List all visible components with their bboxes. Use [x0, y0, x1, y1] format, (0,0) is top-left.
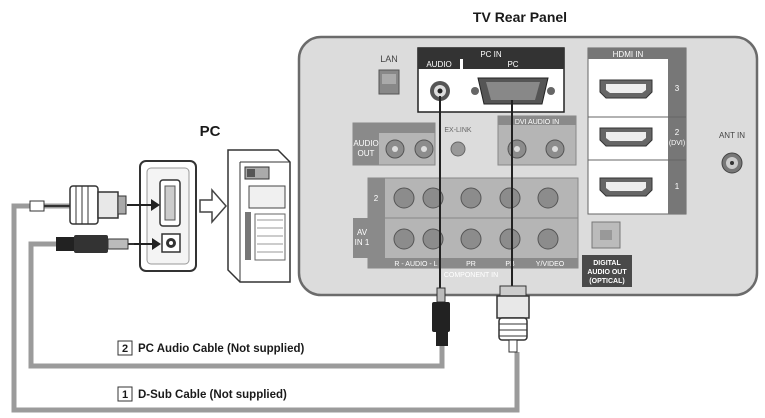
- hdmi-2-label: 2: [675, 128, 680, 137]
- cable-1-number-box: [117, 386, 133, 402]
- av-in-label-line2: IN 1: [355, 238, 370, 247]
- vga-port-icon: [471, 77, 555, 105]
- av-row2-pr-jack-icon: [460, 187, 482, 209]
- av-row2-l-jack-icon: [422, 187, 444, 209]
- digital-audio-out-section: DIGITAL AUDIO OUT (OPTICAL): [582, 221, 632, 287]
- audio-plug-tv-icon: [432, 287, 450, 346]
- hdmi-port-1-icon: [599, 177, 653, 197]
- pc-audio-jack-icon: [430, 81, 450, 101]
- digital-label-line2: AUDIO OUT: [587, 269, 627, 276]
- av-component-section: 2 AV IN 1 R - AUDIO - L COMPONENT IN PR …: [353, 177, 579, 279]
- y-video-label: Y/VIDEO: [536, 261, 565, 268]
- pb-label: PB: [505, 261, 515, 268]
- cable-2-label: PC Audio Cable (Not supplied): [138, 343, 304, 355]
- dvi-audio-in-label: DVI AUDIO IN: [515, 119, 559, 126]
- audio-out-label-line1: AUDIO: [353, 139, 378, 148]
- zoom-arrow-icon: [199, 188, 227, 224]
- av-row2-r-jack-icon: [393, 187, 415, 209]
- audio-plug-pc-icon: [56, 235, 134, 253]
- cable-labels: 2 PC Audio Cable (Not supplied) 1 D-Sub …: [117, 340, 304, 402]
- pc-in-label: PC IN: [480, 50, 502, 59]
- dsub-plug-tv-icon: [496, 285, 530, 353]
- av-in-label-line1: AV: [357, 228, 368, 237]
- hdmi-in-label: HDMI IN: [613, 50, 644, 59]
- ex-link-label: EX-LINK: [444, 127, 472, 134]
- av-row2-pb-jack-icon: [499, 187, 521, 209]
- ex-link-jack-icon: [450, 141, 466, 157]
- cables: [11, 96, 530, 413]
- pr-label: PR: [466, 261, 476, 268]
- av-row2-y-jack-icon: [537, 187, 559, 209]
- hdmi-2-sub-label: (DVI): [669, 140, 685, 147]
- cable-2-number-box: [117, 340, 133, 356]
- cable-2-number: 2: [122, 343, 128, 355]
- lan-label: LAN: [380, 54, 398, 64]
- audio-cable: [28, 241, 445, 369]
- component-in-label: COMPONENT IN: [444, 272, 498, 279]
- dvi-audio-in-section: DVI AUDIO IN: [497, 115, 577, 166]
- av-row1-r-jack-icon: [393, 228, 415, 250]
- av-row1-pr-jack-icon: [460, 228, 482, 250]
- pc-tower-icon: [227, 149, 291, 283]
- digital-label-line3: (OPTICAL): [589, 278, 624, 285]
- av-row-2-label: 2: [374, 194, 379, 203]
- hdmi-3-label: 3: [675, 84, 680, 93]
- digital-label-line1: DIGITAL: [593, 260, 621, 267]
- r-audio-l-label: R - AUDIO - L: [394, 261, 437, 268]
- pc-in-audio-label: AUDIO: [426, 60, 451, 69]
- av-row1-l-jack-icon: [422, 228, 444, 250]
- pc-in-pc-label: PC: [507, 60, 518, 69]
- pc-audio-port-icon: [161, 233, 181, 253]
- antenna-jack-icon: [721, 152, 743, 174]
- pc-vga-port-icon: [159, 179, 181, 227]
- pc-in-section: PC IN AUDIO PC: [417, 47, 565, 113]
- cable-1-number: 1: [122, 389, 128, 401]
- tv-rear-panel: TV Rear Panel LAN PC IN AUDIO PC: [297, 9, 759, 297]
- av-row1-y-jack-icon: [537, 228, 559, 250]
- pc-section: PC: [139, 123, 291, 283]
- hdmi-in-section: HDMI IN 3 2 (DVI) 1: [587, 47, 687, 215]
- lan-port-icon: [378, 69, 400, 95]
- tv-rear-panel-title: TV Rear Panel: [473, 9, 567, 25]
- audio-out-section: AUDIO OUT: [352, 122, 436, 166]
- cable-1-label: D-Sub Cable (Not supplied): [138, 389, 287, 401]
- hdmi-port-2-icon: [599, 127, 653, 147]
- audio-out-label-line2: OUT: [358, 149, 375, 158]
- av-row1-pb-jack-icon: [499, 228, 521, 250]
- ant-in-label: ANT IN: [719, 131, 745, 140]
- dsub-plug-pc-icon: [29, 185, 127, 225]
- pc-title: PC: [200, 123, 221, 140]
- hdmi-1-label: 1: [675, 182, 680, 191]
- hdmi-port-3-icon: [599, 79, 653, 99]
